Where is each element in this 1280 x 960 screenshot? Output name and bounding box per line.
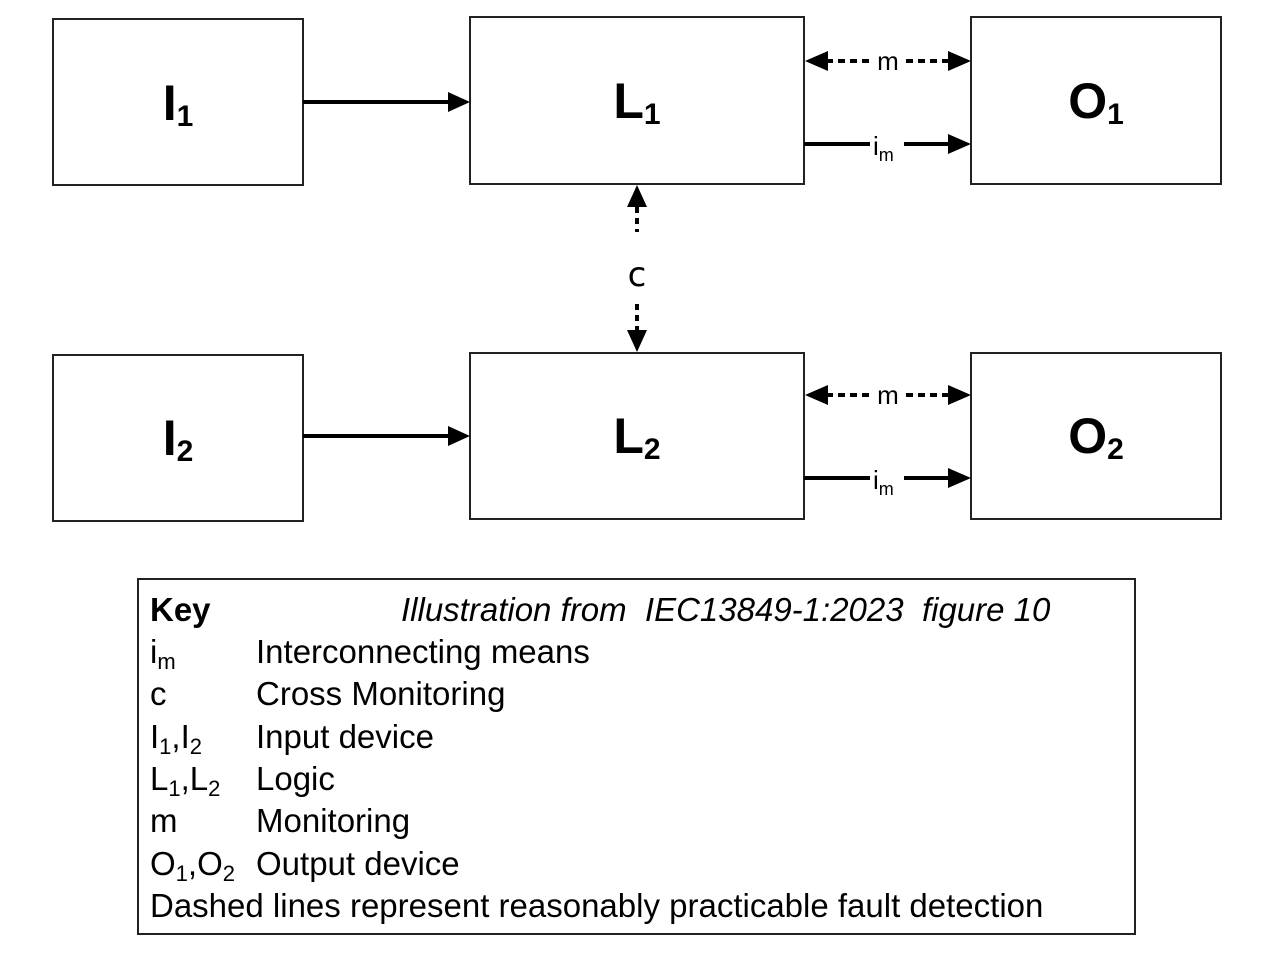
arrowhead-icon [805,51,828,71]
legend-key-box: Key Illustration from IEC13849-1:2023 fi… [137,578,1136,935]
key-header: Key [150,590,211,630]
key-symbol: im [150,633,176,674]
monitoring-link-1: m [805,46,971,76]
interconnecting-label: im [873,131,894,165]
key-description: Output device [256,845,460,882]
arrowhead-icon [627,185,647,207]
key-description: Interconnecting means [256,633,590,670]
box-logic-2: L2 [469,352,805,520]
dashed-lines-note: Dashed lines represent reasonably practi… [150,887,1044,924]
svg-text:I1: I1 [163,75,194,133]
arrowhead-icon [448,92,470,112]
arrowhead-icon [448,426,470,446]
arrowhead-icon [948,51,971,71]
monitoring-label: m [877,380,899,410]
svg-text:I2: I2 [163,410,194,468]
svg-text:O1: O1 [1068,73,1124,131]
key-description: Logic [256,760,335,797]
arrowhead-icon [627,330,647,352]
key-description: Cross Monitoring [256,675,506,712]
cross-monitoring-label: c [628,255,647,295]
key-symbol: c [150,675,167,712]
box-output-1: O1 [970,16,1222,185]
interconnecting-link-1: im [804,131,971,165]
key-description: Monitoring [256,802,411,839]
arrow-input2-to-logic2 [303,426,470,446]
box-input-1: I1 [52,18,304,186]
arrowhead-icon [948,468,971,488]
figure-source-caption: Illustration from IEC13849-1:2023 figure… [401,591,1051,628]
arrowhead-icon [805,385,828,405]
svg-text:L2: L2 [613,408,660,466]
svg-text:L1: L1 [613,73,660,131]
redundant-architecture-diagram: I1 L1 O1 I2 L2 O2 m im [52,16,1222,522]
key-symbol: I1,I2 [150,718,203,759]
box-input-2: I2 [52,354,304,522]
box-output-2: O2 [970,352,1222,520]
monitoring-label: m [877,46,899,76]
arrowhead-icon [948,385,971,405]
interconnecting-link-2: im [804,465,971,499]
svg-text:O2: O2 [1068,408,1124,466]
arrow-input1-to-logic1 [303,92,470,112]
arrowhead-icon [948,134,971,154]
box-logic-1: L1 [469,16,805,185]
key-symbol: m [150,802,178,839]
cross-monitoring-link: c [627,185,647,352]
key-description: Input device [256,718,434,755]
monitoring-link-2: m [805,380,971,410]
key-symbol: O1,O2 [150,845,236,886]
interconnecting-label: im [873,465,894,499]
key-symbol: L1,L2 [150,760,221,801]
key-title: Key [150,591,211,628]
key-note: Dashed lines represent reasonably practi… [150,886,1043,926]
